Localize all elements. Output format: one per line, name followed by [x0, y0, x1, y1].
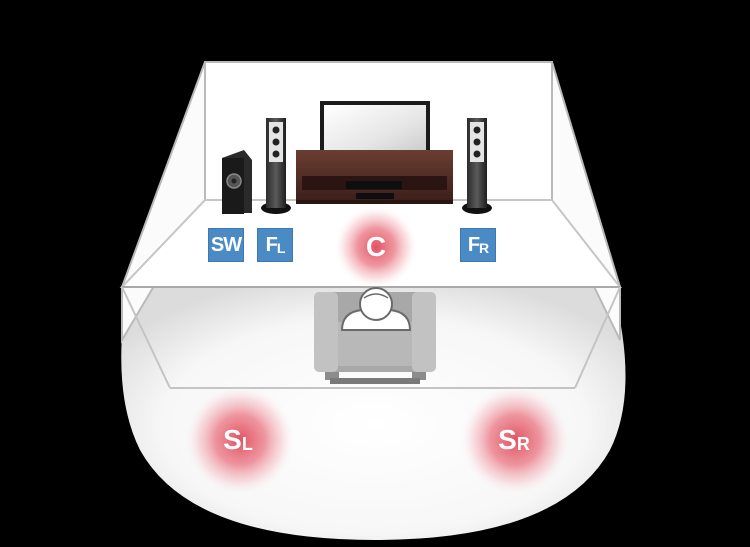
subwoofer-speaker	[222, 150, 252, 214]
front-left-label-sub: L	[276, 240, 286, 256]
surround-right-label-main: S	[498, 424, 517, 455]
surround-left-glow	[184, 384, 296, 496]
front-right-label-sub: R	[479, 240, 489, 256]
surround-left-label: S L	[208, 410, 268, 470]
front-left-label: F L	[257, 228, 293, 262]
sofa	[314, 292, 436, 384]
center-label: C	[346, 217, 406, 277]
listener	[340, 287, 412, 331]
surround-left-label-main: S	[223, 424, 242, 455]
subwoofer-label: SW	[208, 228, 244, 262]
surround-right-label-sub: R	[516, 433, 530, 454]
surround-right-label: S R	[484, 410, 544, 470]
front-left-speaker	[261, 118, 291, 214]
center-glow	[334, 205, 418, 289]
surround-left-label-sub: L	[241, 433, 253, 454]
tv	[320, 101, 430, 167]
front-right-speaker	[462, 118, 492, 214]
tv-cabinet	[296, 150, 453, 204]
front-right-label-main: F	[467, 233, 480, 256]
front-left-label-main: F	[265, 233, 278, 256]
surround-right-glow	[459, 384, 571, 496]
subwoofer-label-main: SW	[210, 233, 242, 256]
center-label-main: C	[365, 231, 387, 262]
front-right-label: F R	[460, 228, 496, 262]
